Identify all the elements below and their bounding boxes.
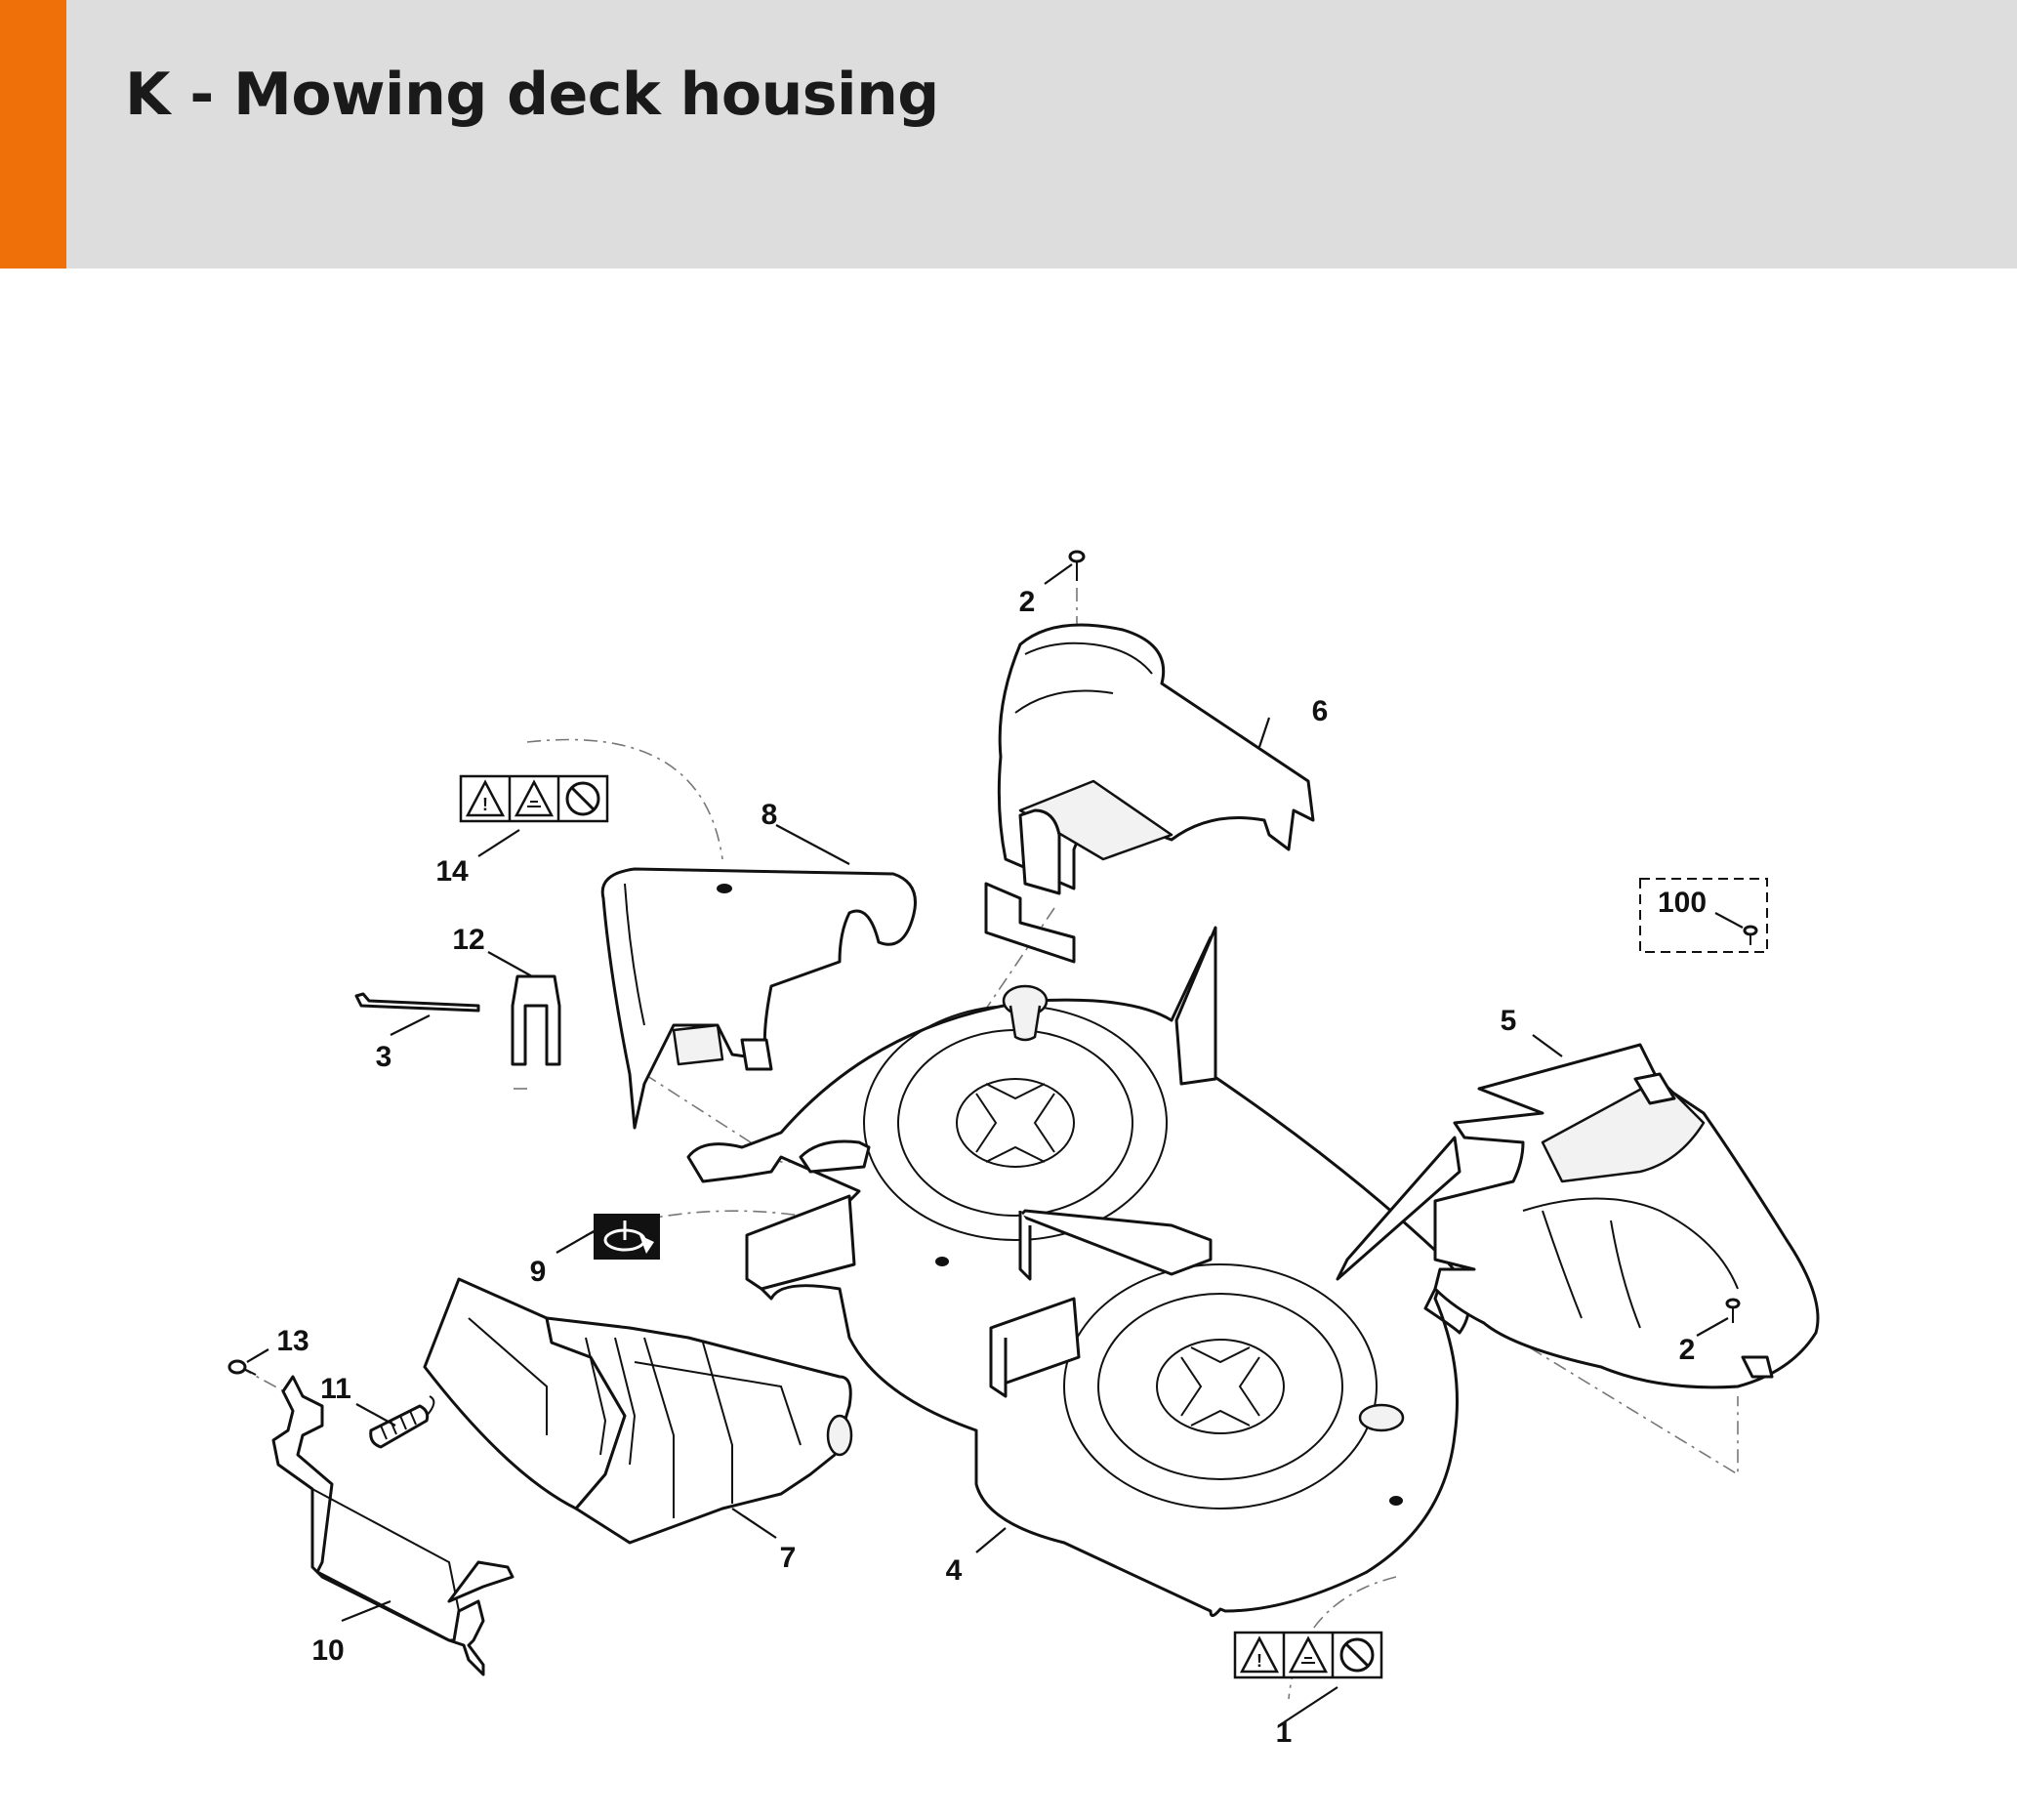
collector-frame-part-7 — [423, 1277, 853, 1545]
screw-part-13 — [227, 1359, 257, 1376]
spring-clip-part-12 — [511, 974, 561, 1066]
callout-14: 14 — [435, 855, 469, 888]
screw-part-2-side — [1725, 1298, 1741, 1323]
svg-text:!: ! — [482, 795, 488, 814]
no-hands-icon — [565, 781, 600, 816]
svg-text:!: ! — [1256, 1651, 1262, 1671]
no-hands-icon — [1339, 1637, 1375, 1673]
callout-7: 7 — [780, 1542, 797, 1574]
rotating-blade-warning-icon — [514, 779, 555, 817]
callout-2-side: 2 — [1679, 1334, 1696, 1366]
rotating-blade-warning-icon — [1288, 1635, 1329, 1674]
callout-9: 9 — [530, 1256, 547, 1288]
header-band — [0, 0, 2017, 269]
callout-2: 2 — [1019, 586, 1036, 618]
screw-part-2 — [1068, 550, 1086, 581]
callout-12: 12 — [452, 924, 484, 956]
callout-leaders — [246, 563, 1744, 1723]
side-cover-part-5 — [1336, 1043, 1820, 1389]
callout-6: 6 — [1312, 695, 1329, 727]
deflector-bracket-part-10 — [271, 1375, 515, 1676]
callout-10: 10 — [311, 1634, 344, 1667]
warning-decal-part-14: ! — [459, 774, 609, 823]
chute-cover-part-8 — [600, 867, 917, 1130]
accent-bar — [0, 0, 66, 269]
callout-4: 4 — [946, 1554, 963, 1587]
callout-13: 13 — [276, 1325, 309, 1357]
warning-triangle-icon: ! — [465, 779, 506, 817]
callout-8: 8 — [762, 799, 778, 831]
callout-11: 11 — [320, 1373, 351, 1405]
decal-part-9 — [594, 1214, 660, 1260]
warning-decal-part-1: ! — [1233, 1631, 1383, 1679]
mowing-deck-part-4 — [686, 926, 1471, 1617]
cover-part-6 — [984, 623, 1315, 964]
callout-3: 3 — [376, 1041, 392, 1073]
callout-5: 5 — [1501, 1005, 1517, 1037]
callout-numbers: 1 2 2 3 4 5 6 7 8 9 10 11 12 13 14 100 — [276, 586, 1707, 1749]
decal-icon — [603, 1220, 654, 1254]
pin-part-3 — [354, 992, 480, 1013]
callout-100: 100 — [1658, 887, 1707, 919]
page-title: K - Mowing deck housing — [125, 61, 939, 129]
optional-part-100-box — [1639, 878, 1768, 953]
callout-1: 1 — [1276, 1717, 1293, 1749]
spring-part-11 — [369, 1395, 435, 1449]
warning-triangle-icon: ! — [1239, 1635, 1280, 1674]
